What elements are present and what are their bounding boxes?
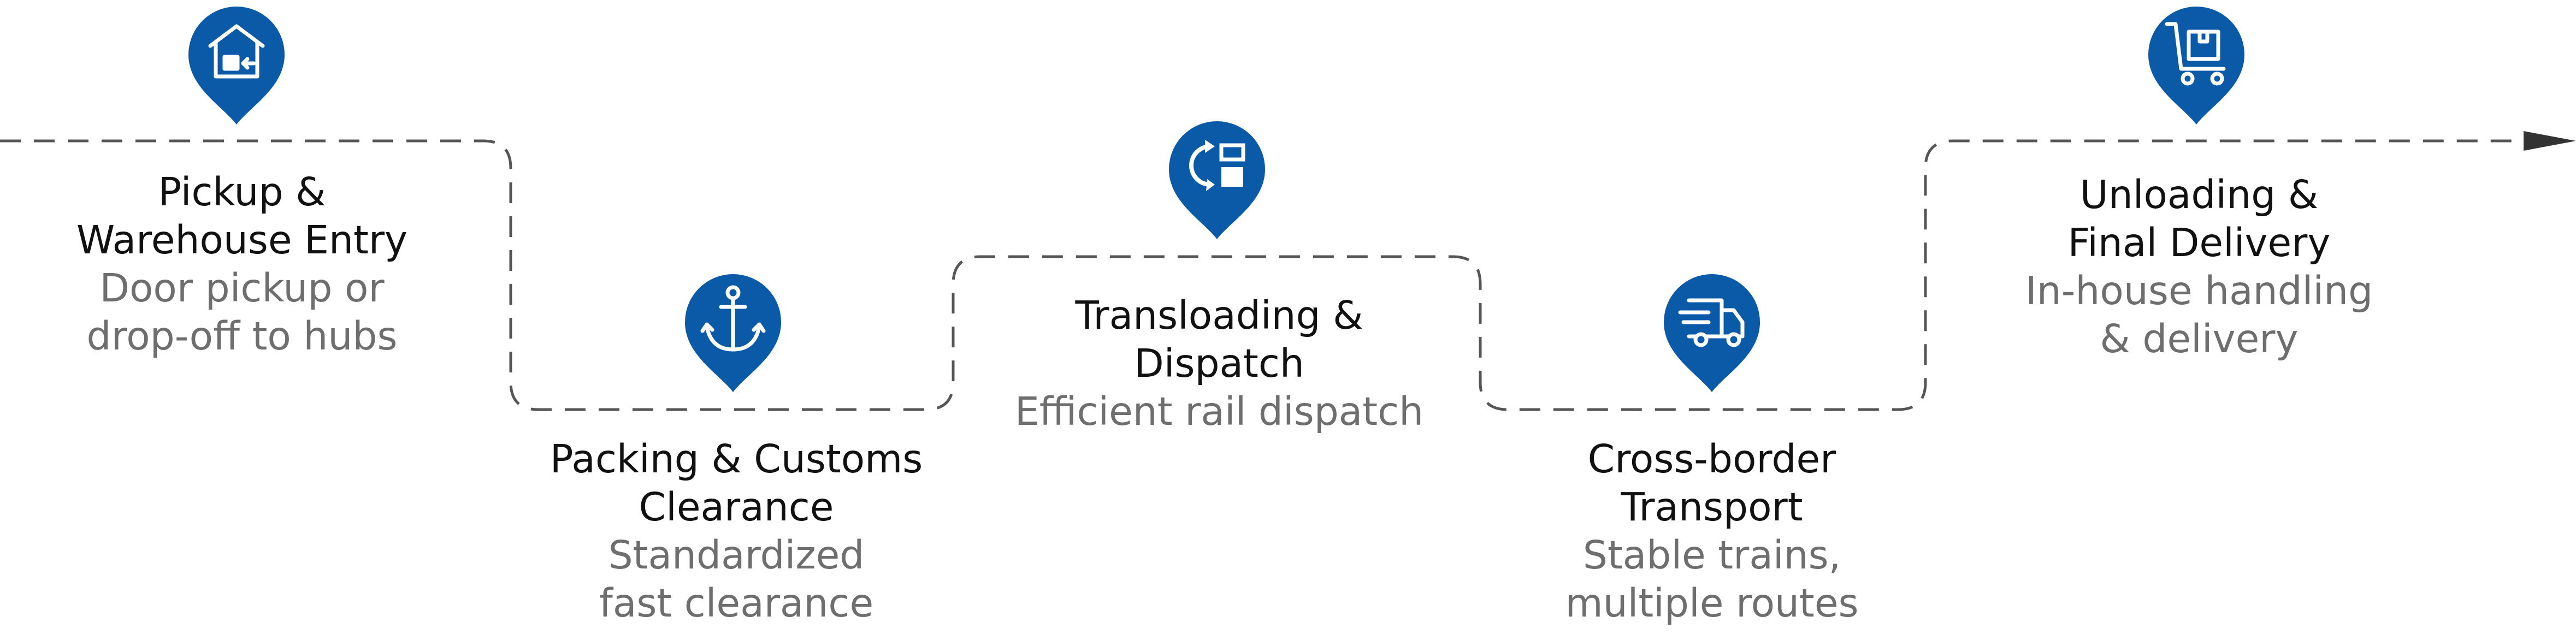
step-desc-line: Standardized bbox=[608, 532, 865, 578]
warehouse-icon bbox=[208, 24, 265, 79]
cart-icon bbox=[2165, 22, 2226, 86]
truck-icon bbox=[1678, 298, 1745, 347]
arrow-head bbox=[2524, 131, 2576, 151]
step-title-line: Unloading & bbox=[2079, 172, 2319, 217]
pin-anchor bbox=[678, 268, 788, 393]
step-title-line: Transloading & bbox=[1075, 293, 1363, 338]
step-desc-line: In-house handling bbox=[2025, 268, 2373, 313]
step-desc-line: Door pickup or bbox=[99, 265, 385, 311]
step-title-line: Packing & Customs bbox=[550, 436, 923, 482]
step-packing: Packing & Customs Clearance Standardized… bbox=[550, 435, 1109, 627]
step-desc-line: multiple routes bbox=[1565, 580, 1859, 626]
step-title-line: Dispatch bbox=[1134, 341, 1304, 386]
step-title-line: Warehouse Entry bbox=[76, 217, 408, 263]
anchor-icon bbox=[700, 285, 766, 352]
step-desc-line: & delivery bbox=[2100, 316, 2299, 362]
step-transport: Cross-border Transport Stable trains, mu… bbox=[1565, 435, 2005, 627]
step-desc-line: drop-off to hubs bbox=[86, 313, 398, 359]
pin-warehouse bbox=[182, 0, 291, 126]
step-pickup: Pickup & Warehouse Entry Door pickup or … bbox=[76, 168, 573, 360]
step-title-line: Clearance bbox=[639, 484, 834, 530]
step-title-line: Cross-border bbox=[1587, 436, 1836, 482]
step-transloading: Transloading & Dispatch Efficient rail d… bbox=[1015, 292, 1628, 436]
step-desc-line: fast clearance bbox=[599, 580, 874, 626]
step-desc-line: Stable trains, bbox=[1582, 532, 1841, 578]
dashed-route-line bbox=[0, 139, 2524, 411]
pin-transload bbox=[1162, 115, 1272, 240]
step-desc-line: Efficient rail dispatch bbox=[1014, 389, 1424, 434]
pin-truck bbox=[1657, 268, 1766, 393]
transload-icon bbox=[1189, 140, 1245, 191]
step-title-line: Transport bbox=[1621, 484, 1803, 530]
step-title-line: Pickup & bbox=[158, 169, 326, 215]
step-title-line: Final Delivery bbox=[2067, 220, 2331, 265]
step-unloading: Unloading & Final Delivery In-house hand… bbox=[2025, 171, 2547, 363]
pin-cart bbox=[2142, 0, 2251, 126]
